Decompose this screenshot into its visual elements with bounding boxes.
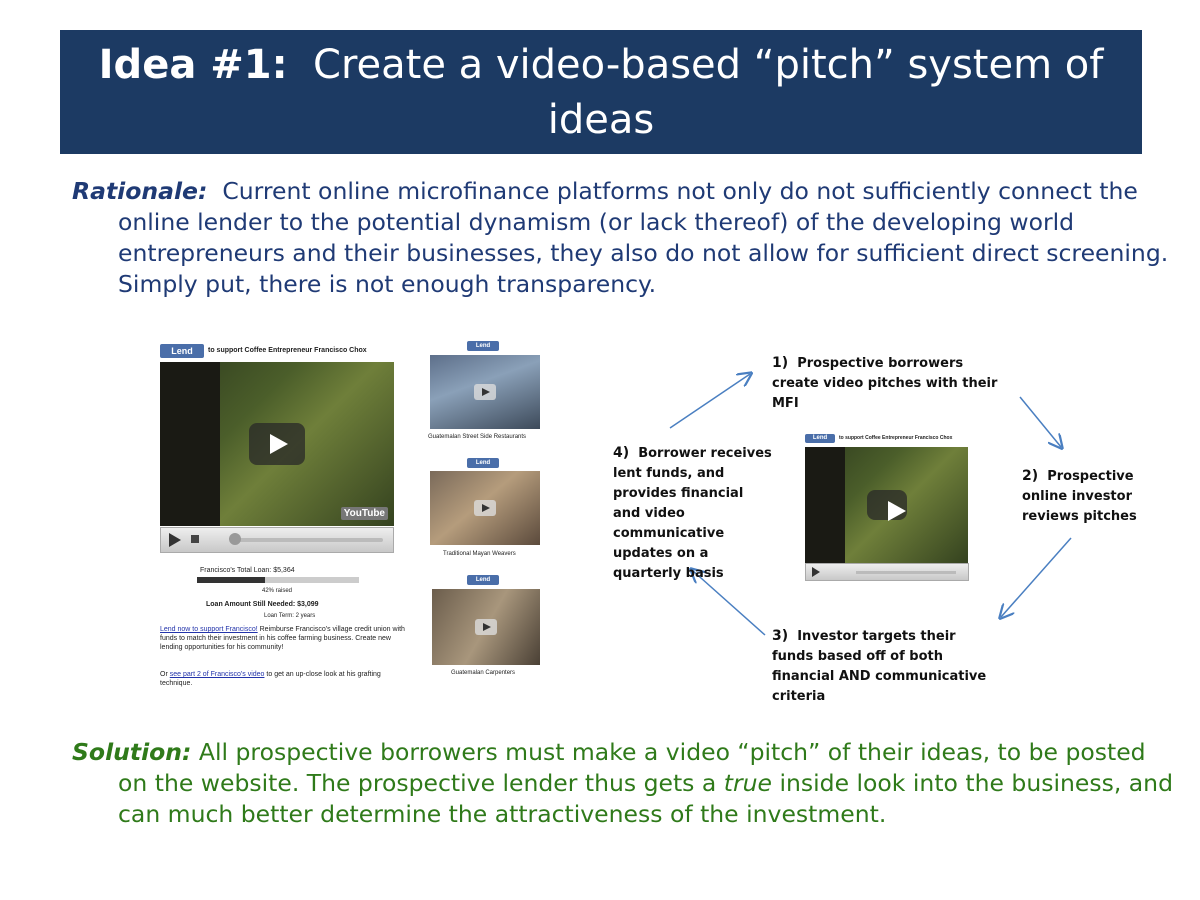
mini-play-icon[interactable] (866, 490, 907, 521)
step3-label: 3) Investor targets their funds based of… (772, 626, 997, 707)
mini-video-person-shape (805, 447, 845, 563)
arrow-3-to-4 (692, 570, 766, 636)
rationale-text: Current online microfinance platforms no… (118, 177, 1169, 298)
thumb3-caption: Guatemalan Carpenters (451, 670, 516, 676)
arrow-4-to-1 (669, 374, 750, 429)
solution-text-before: All prospective borrowers must make a vi… (118, 738, 1146, 797)
step3-text: Investor targets their funds based off o… (772, 629, 987, 704)
title-line1: Create a video-based “pitch” system of i… (313, 42, 1104, 143)
step3-number: 3) (772, 628, 789, 644)
widget-description: Lend now to support Francisco! Reimburse… (160, 625, 410, 652)
main-video[interactable]: YouTube (160, 362, 394, 526)
solution-emphasis: true (723, 769, 773, 797)
still-needed: Loan Amount Still Needed: $3,099 (206, 601, 319, 608)
lend-button[interactable]: Lend (160, 344, 204, 358)
arrow-1-to-2 (1019, 396, 1061, 447)
thumb3-lend-button[interactable]: Lend (467, 575, 499, 585)
step2-text: Prospective online investor reviews pitc… (1022, 469, 1137, 524)
mini-seek-bar[interactable] (856, 571, 956, 574)
volume-icon[interactable] (191, 535, 199, 543)
step4-number: 4) (613, 445, 630, 461)
thumb1-caption: Guatemalan Street Side Restaurants (428, 434, 527, 440)
widget-headline: to support Coffee Entrepreneur Francisco… (208, 347, 367, 354)
solution-text-after: inside look into the business, and can m… (118, 769, 1173, 828)
step1-label: 1) Prospective borrowers create video pi… (772, 353, 1012, 414)
thumb1-play-icon[interactable] (474, 384, 496, 400)
mini-headline: to support Coffee Entrepreneur Francisco… (839, 435, 953, 441)
rationale-paragraph: Rationale: Current online microfinance p… (72, 176, 1178, 300)
mini-video-controls[interactable] (805, 563, 969, 581)
lend-now-link[interactable]: Lend now to support Francisco! (160, 626, 258, 633)
raised-label: 42% raised (262, 588, 293, 594)
step4-text: Borrower receives lent funds, and provid… (613, 446, 772, 581)
youtube-logo: YouTube (340, 507, 388, 520)
thumb2-play-icon[interactable] (474, 500, 496, 516)
widget-desc-text: Reimburse Francisco's village credit uni… (160, 626, 405, 651)
thumb3-video[interactable] (432, 589, 540, 665)
slide-title: Idea #1: Create a video-based “pitch” sy… (60, 30, 1142, 198)
or-text: Or (160, 671, 168, 678)
video-controls[interactable] (160, 527, 394, 553)
raised-progress-track (197, 577, 359, 583)
video-person-shape (160, 362, 220, 526)
mini-play-control-icon[interactable] (812, 567, 820, 577)
step2-number: 2) (1022, 468, 1039, 484)
mini-video[interactable] (805, 447, 968, 563)
thumb2-caption: Traditional Mayan Weavers (443, 551, 516, 557)
play-icon[interactable] (249, 423, 305, 465)
solution-lead: Solution: (72, 738, 192, 766)
thumb1-video[interactable] (430, 355, 540, 429)
thumb2-video[interactable] (430, 471, 540, 545)
step2-label: 2) Prospective online investor reviews p… (1022, 466, 1142, 527)
raised-progress-fill (197, 577, 266, 583)
title-lead: Idea #1: (98, 42, 288, 88)
widget-part2: Or see part 2 of Francisco's video to ge… (160, 670, 410, 688)
step1-number: 1) (772, 355, 789, 371)
part2-link[interactable]: see part 2 of Francisco's video (169, 671, 265, 678)
rationale-lead: Rationale: (72, 177, 208, 205)
arrow-2-to-3 (1001, 537, 1072, 617)
part2-desc: to get an up-close look at his grafting … (160, 671, 381, 687)
play-control-icon[interactable] (169, 533, 181, 547)
thumb3-play-icon[interactable] (475, 619, 497, 635)
solution-paragraph: Solution: All prospective borrowers must… (72, 737, 1178, 830)
seek-bar[interactable] (233, 538, 383, 542)
thumb2-lend-button[interactable]: Lend (467, 458, 499, 468)
mini-lend-button[interactable]: Lend (805, 434, 835, 443)
loan-term: Loan Term: 2 years (264, 613, 316, 619)
title-line2: from entrepreneurs of the developing wor… (162, 152, 1040, 198)
step4-label: 4) Borrower receives lent funds, and pro… (613, 443, 773, 584)
step1-text: Prospective borrowers create video pitch… (772, 356, 998, 411)
thumb1-lend-button[interactable]: Lend (467, 341, 499, 351)
seek-handle[interactable] (229, 533, 241, 545)
total-loan: Francisco's Total Loan: $5,364 (200, 567, 295, 574)
